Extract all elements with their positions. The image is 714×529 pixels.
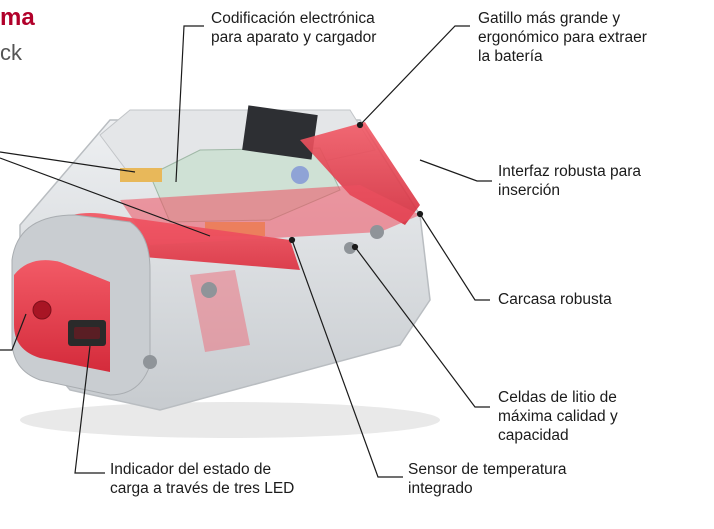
heading-subtitle-fragment: ck	[0, 40, 22, 65]
led-indicator-window	[74, 327, 100, 339]
label-celdas: Celdas de litio de máxima calidad y capa…	[498, 389, 618, 444]
callout-lines	[0, 25, 492, 478]
label-gatillo: Gatillo más grande y ergonómico para ext…	[478, 10, 647, 65]
chip	[242, 105, 318, 160]
screw-4	[143, 355, 157, 369]
led-button	[32, 300, 52, 320]
label-sensor: Sensor de temperatura integrado	[408, 461, 567, 497]
label-carcasa: Carcasa robusta	[498, 291, 612, 308]
screw-2	[370, 225, 384, 239]
label-interfaz: Interfaz robusta para inserción	[498, 163, 642, 199]
heading-title-fragment: ma	[0, 4, 35, 31]
contact-strip	[120, 168, 162, 182]
screw	[201, 282, 217, 298]
component	[291, 166, 309, 184]
red-latch	[300, 122, 420, 225]
label-indicador: Indicador del estado de carga a través d…	[110, 461, 295, 497]
battery-shadow	[20, 402, 440, 438]
label-codificacion: Codificación electrónica para aparato y …	[211, 10, 377, 46]
